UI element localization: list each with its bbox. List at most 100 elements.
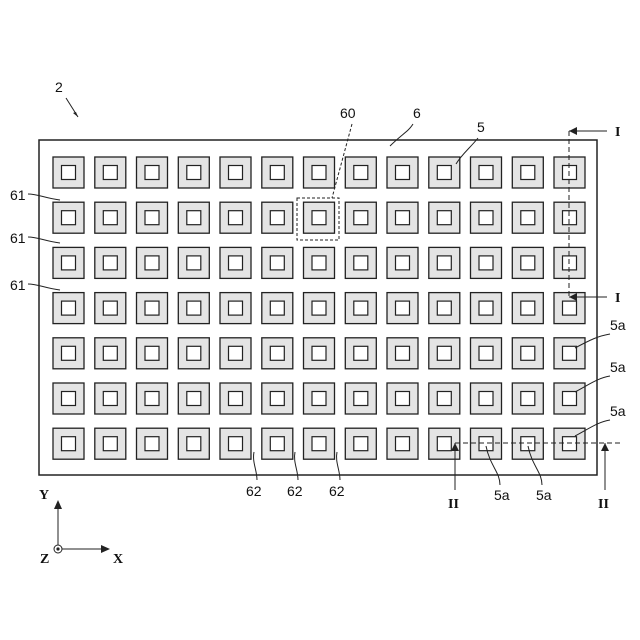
element-opening <box>396 256 410 270</box>
z-axis-dot <box>56 547 59 550</box>
element-opening <box>437 211 451 225</box>
element-opening <box>396 437 410 451</box>
x-axis-arrowhead <box>101 545 110 553</box>
element-opening <box>62 166 76 180</box>
element-opening <box>229 346 243 360</box>
element-opening <box>437 166 451 180</box>
y-axis-arrowhead <box>54 500 62 509</box>
element-opening <box>437 392 451 406</box>
element-opening <box>270 301 284 315</box>
element-opening <box>563 392 577 406</box>
element-opening <box>103 256 117 270</box>
sub-element-label-2: 5a <box>610 359 626 375</box>
element-opening <box>229 256 243 270</box>
section-I-top-label: I <box>615 125 620 140</box>
element-opening <box>145 211 159 225</box>
element-opening <box>396 211 410 225</box>
element-opening <box>437 301 451 315</box>
element-opening <box>312 346 326 360</box>
col-gap-label-1: 62 <box>246 483 262 499</box>
element-opening <box>62 256 76 270</box>
section-I-top-arrowhead <box>569 127 577 135</box>
element-opening <box>479 437 493 451</box>
element-opening <box>521 392 535 406</box>
element-opening <box>396 301 410 315</box>
element-opening <box>187 166 201 180</box>
element-opening <box>270 437 284 451</box>
element-opening <box>270 166 284 180</box>
element-opening <box>479 346 493 360</box>
sub-element-label-1: 5a <box>610 317 626 333</box>
element-opening <box>354 256 368 270</box>
section-II-left-label: II <box>448 497 459 512</box>
element-opening <box>354 211 368 225</box>
element-opening <box>563 301 577 315</box>
element-opening <box>103 346 117 360</box>
element-opening <box>312 211 326 225</box>
element-opening <box>187 437 201 451</box>
element-opening <box>437 256 451 270</box>
element-opening <box>396 166 410 180</box>
element-opening <box>103 166 117 180</box>
element-opening <box>312 392 326 406</box>
element-opening <box>103 437 117 451</box>
element-opening <box>312 301 326 315</box>
row-gap-label-1: 61 <box>10 187 26 203</box>
element-opening <box>145 301 159 315</box>
element-opening <box>270 256 284 270</box>
element-opening <box>62 437 76 451</box>
element-opening <box>229 392 243 406</box>
x-axis-label: X <box>113 552 123 567</box>
element-opening <box>479 301 493 315</box>
element-opening <box>62 346 76 360</box>
element-opening <box>437 346 451 360</box>
section-II-right-label: II <box>598 497 609 512</box>
z-axis-label: Z <box>40 552 49 567</box>
element-opening <box>563 437 577 451</box>
row-gap-label-2: 61 <box>10 230 26 246</box>
col-gap-label-3: 62 <box>329 483 345 499</box>
element-opening <box>479 166 493 180</box>
section-II-right-arrowhead <box>601 443 609 451</box>
element-opening <box>354 166 368 180</box>
element-opening <box>187 256 201 270</box>
panel-label: 6 <box>413 105 421 121</box>
element-opening <box>229 211 243 225</box>
element-opening <box>521 301 535 315</box>
element-opening <box>521 166 535 180</box>
y-axis-label: Y <box>39 488 49 503</box>
element-opening <box>521 346 535 360</box>
pixel-group-label: 60 <box>340 105 356 121</box>
element-opening <box>479 256 493 270</box>
col-gap-label-2: 62 <box>287 483 303 499</box>
element-opening <box>312 437 326 451</box>
element-opening <box>270 211 284 225</box>
device-arrowhead <box>73 112 78 117</box>
element-opening <box>187 346 201 360</box>
element-opening <box>145 437 159 451</box>
element-opening <box>187 392 201 406</box>
element-opening <box>103 211 117 225</box>
element-opening <box>563 346 577 360</box>
element-opening <box>354 346 368 360</box>
element-opening <box>103 392 117 406</box>
element-opening <box>62 392 76 406</box>
element-opening <box>521 256 535 270</box>
element-opening <box>270 392 284 406</box>
element-opening <box>312 166 326 180</box>
element-opening <box>145 256 159 270</box>
element-opening <box>521 211 535 225</box>
element-opening <box>437 437 451 451</box>
element-opening <box>62 211 76 225</box>
element-opening <box>62 301 76 315</box>
element-opening <box>229 301 243 315</box>
element-opening <box>479 392 493 406</box>
element-opening <box>103 301 117 315</box>
section-I-bottom-label: I <box>615 291 620 306</box>
row-gap-label-3: 61 <box>10 277 26 293</box>
element-opening <box>270 346 284 360</box>
element-opening <box>396 392 410 406</box>
element-opening <box>145 392 159 406</box>
element-opening <box>229 437 243 451</box>
